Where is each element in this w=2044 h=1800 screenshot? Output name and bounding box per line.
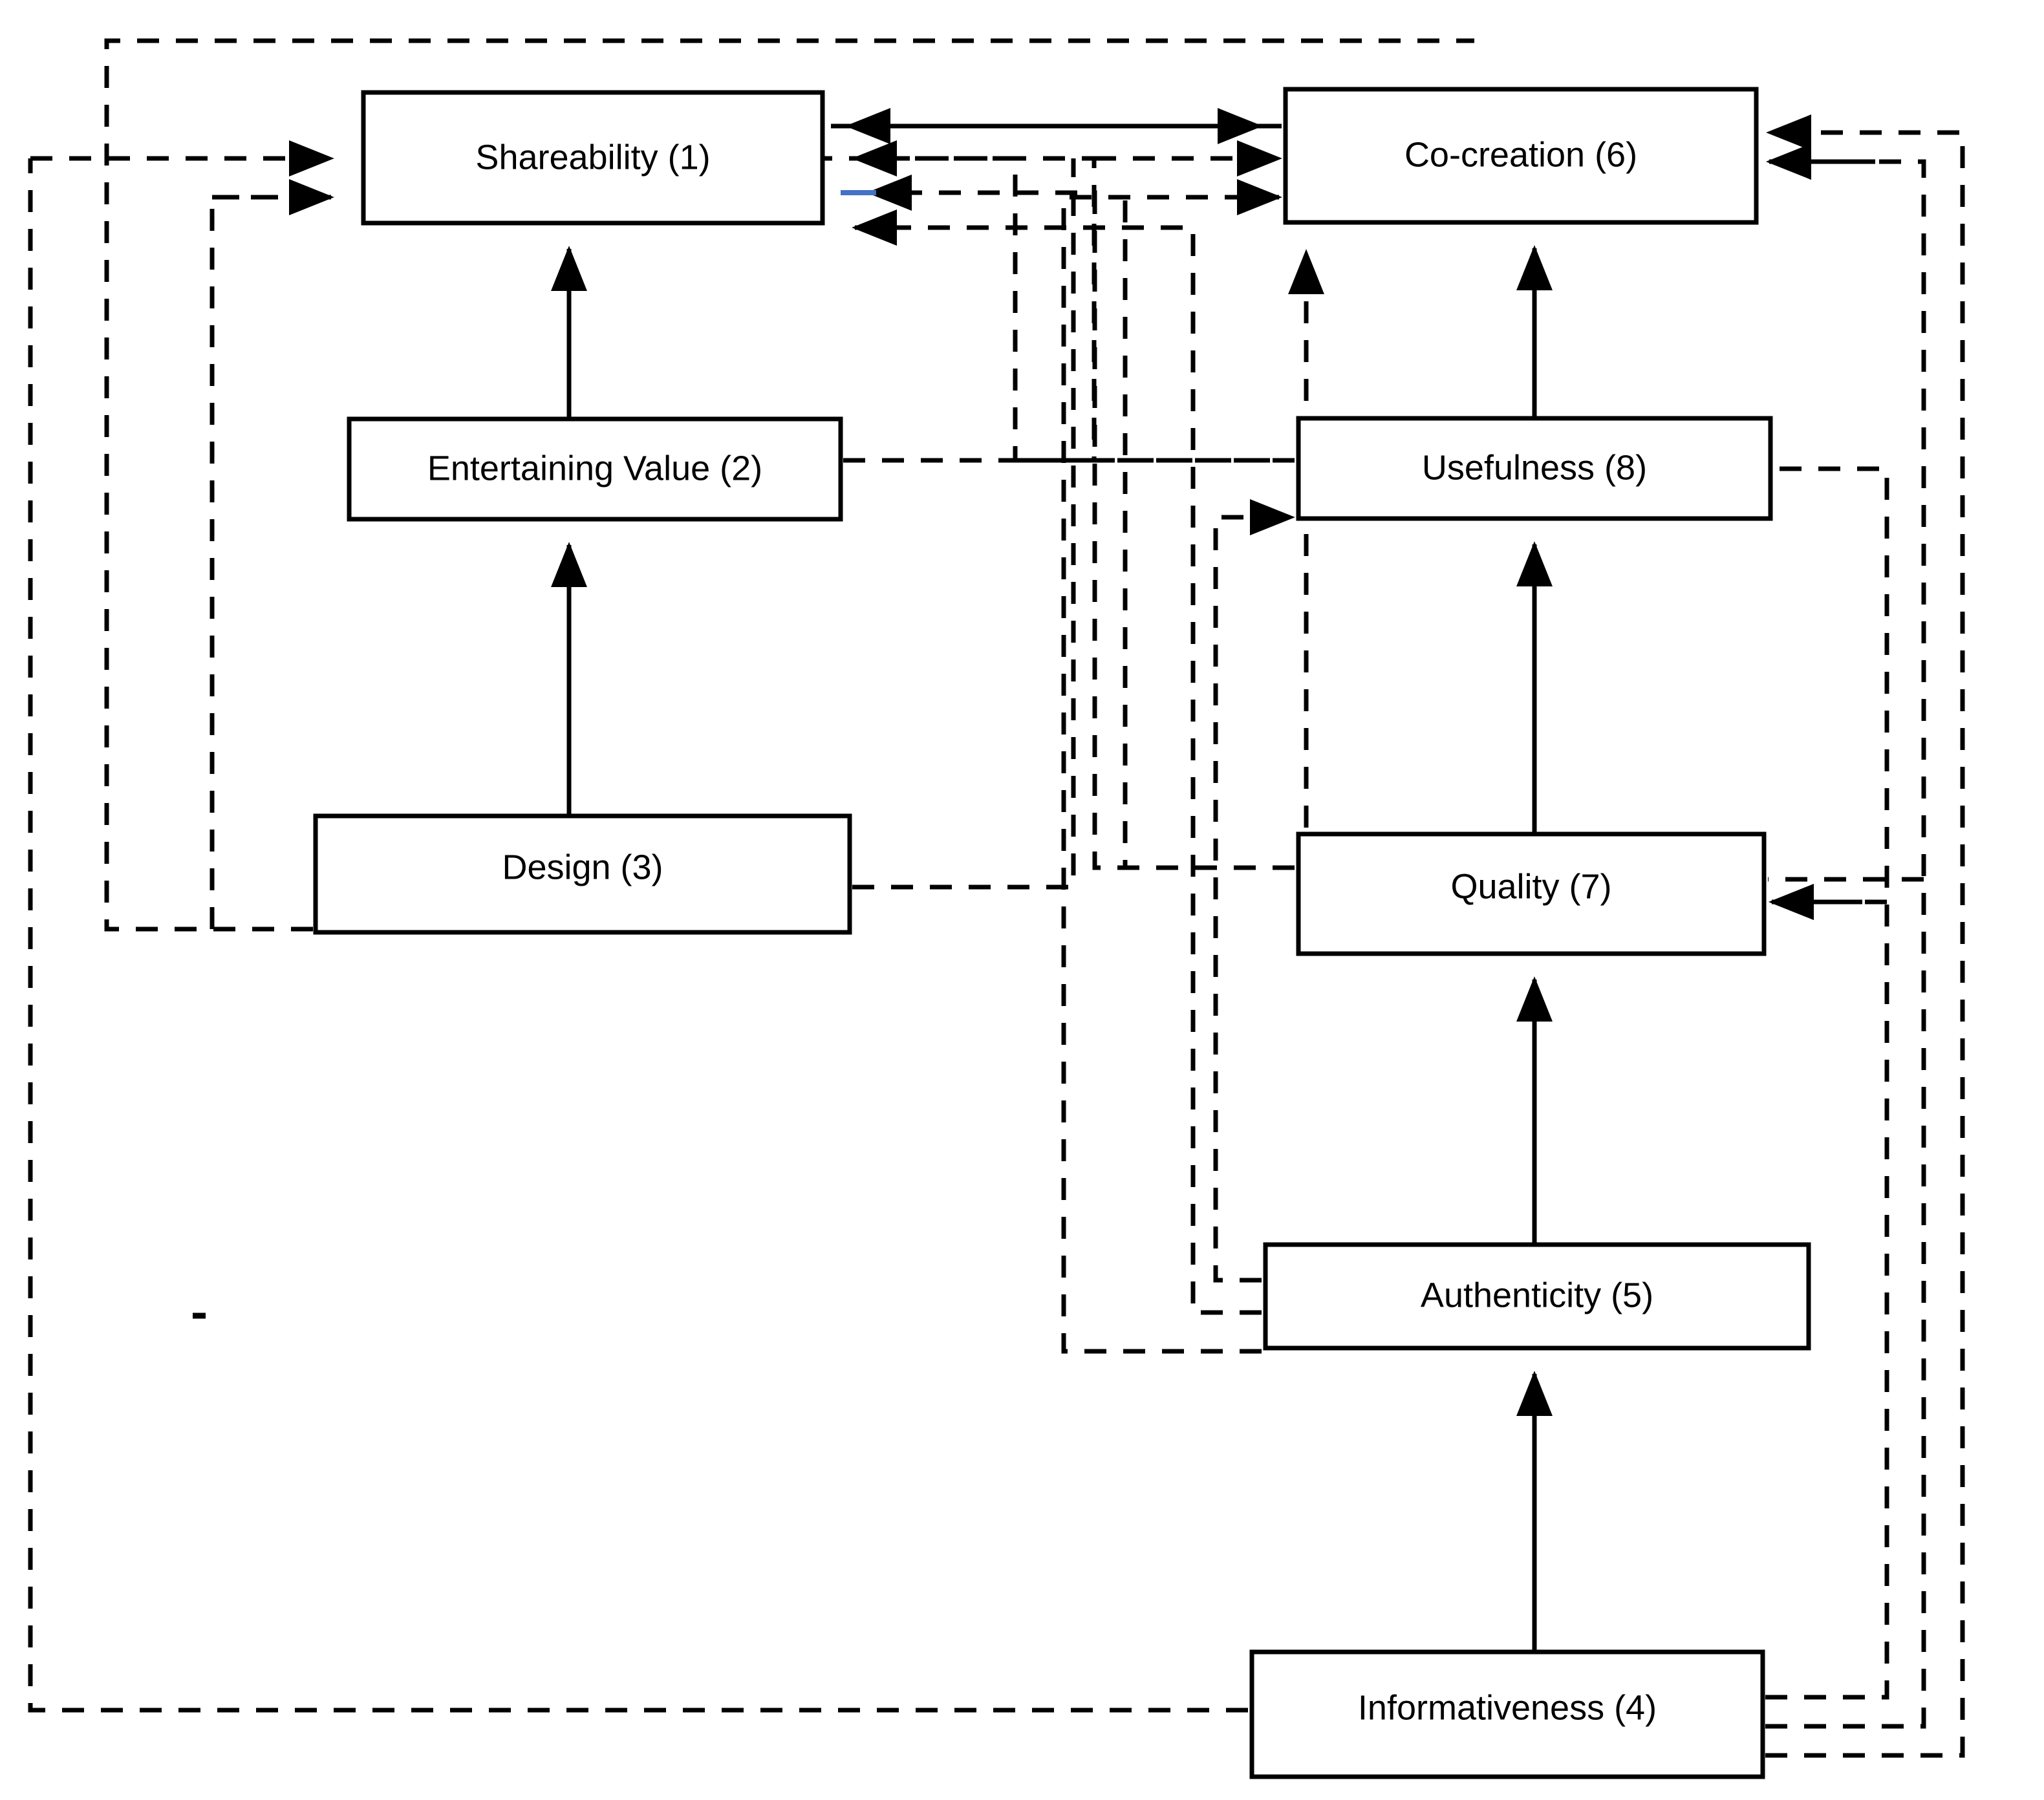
node-authenticity-label: Authenticity (5) — [1421, 1276, 1653, 1314]
edge-quality-to-cocreation — [1123, 197, 1295, 870]
node-cocreation-label: Co-creation (6) — [1404, 135, 1637, 174]
node-usefulness[interactable]: Usefulness (8) — [1296, 416, 1773, 521]
node-shareability-label: Shareability (1) — [475, 138, 710, 177]
node-informativeness-label: Informativeness (4) — [1358, 1688, 1657, 1727]
node-design[interactable]: Design (3) — [313, 813, 852, 935]
node-usefulness-label: Usefulness (8) — [1422, 448, 1647, 487]
node-shareability[interactable]: Shareability (1) — [361, 90, 825, 226]
node-entertaining-value[interactable]: Entertaining Value (2) — [347, 416, 843, 522]
node-layer: Shareability (1) Entertaining Value (2) … — [313, 87, 1811, 1779]
edge-informativeness-to-cocreation — [1765, 114, 1965, 1758]
edge-entertaining-value-to-cocreation — [821, 158, 1279, 463]
edge-authenticity-to-usefulness — [1213, 499, 1295, 1283]
edge-quality-to-shareability-right — [866, 175, 1295, 870]
edge-authenticity-to-shareability — [852, 209, 1262, 1315]
edge-design-to-cocreation — [852, 158, 1076, 890]
edge-informativeness-to-cocreation-2 — [1765, 144, 1926, 1729]
edge-quality-to-shareability — [210, 195, 330, 929]
node-informativeness[interactable]: Informativeness (4) — [1249, 1649, 1765, 1779]
node-quality[interactable]: Quality (7) — [1296, 831, 1767, 956]
node-authenticity[interactable]: Authenticity (5) — [1263, 1242, 1811, 1351]
edge-informativeness-to-usefulness — [1568, 451, 1889, 1700]
node-cocreation[interactable]: Co-creation (6) — [1283, 87, 1759, 225]
node-entertaining-value-label: Entertaining Value (2) — [427, 449, 762, 488]
node-quality-label: Quality (7) — [1450, 867, 1611, 906]
node-design-label: Design (3) — [502, 848, 663, 886]
edge-layer — [28, 38, 1965, 1758]
